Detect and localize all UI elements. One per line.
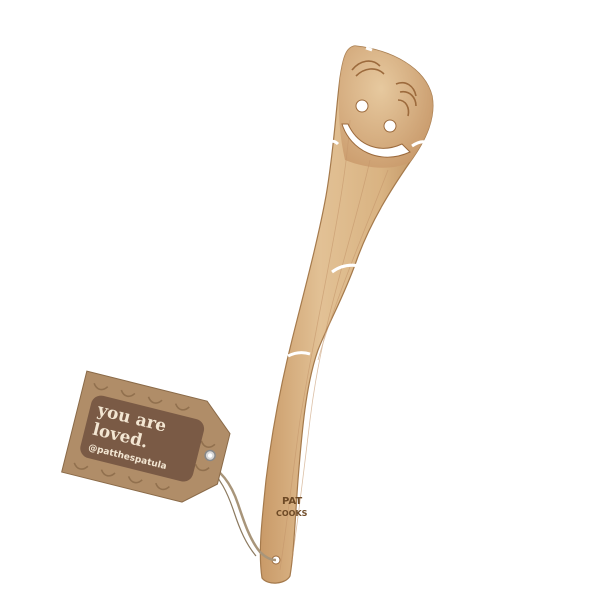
hair-strands — [351, 60, 417, 117]
spatula: PAT COOKS — [259, 45, 434, 584]
hang-tag: you are loved. @patthespatula — [61, 370, 231, 503]
brand-word: COOKS — [276, 509, 308, 518]
edge-slot — [331, 263, 361, 274]
edge-slot — [287, 351, 311, 358]
tag-smiley-pattern — [73, 382, 216, 491]
brand-logo: PAT COOKS — [276, 496, 308, 518]
edge-slot — [324, 139, 340, 147]
twine — [205, 462, 277, 562]
spatula-head — [338, 46, 433, 168]
left-eye — [355, 99, 369, 113]
tag-panel — [80, 395, 205, 482]
edge-slot — [411, 140, 430, 148]
edge-slot — [365, 46, 373, 52]
smile-cutout — [341, 123, 411, 158]
right-eye — [383, 119, 397, 133]
tag-grommet-hole — [207, 453, 213, 458]
brand-mark: PAT — [282, 496, 302, 507]
spatula-body — [259, 45, 434, 584]
